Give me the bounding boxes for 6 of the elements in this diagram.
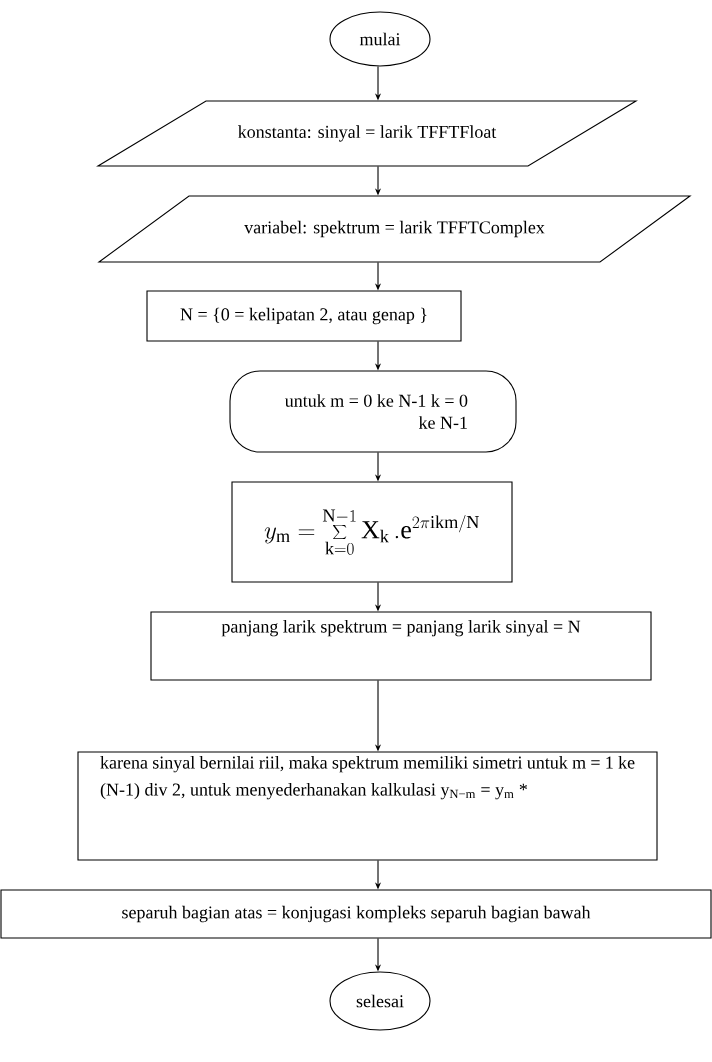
process-box: panjang larik spektrum = panjang larik sinyal = N xyxy=(150,611,652,681)
process-box: separuh bagian atas = konjugasi kompleks separuh bagian bawah xyxy=(0,889,712,939)
process-box: karena sinyal bernilai riil, maka spektrum memiliki simetri untuk m = 1 ke (N-1) div 2, untuk menyederhanakan kalkulasi y$_{N−m}$ = y$_{m}$ * xyxy=(77,751,658,861)
formula-box: $y_{\mathrm{m}} = \sum_{\mathrm{k}=0}^{\mathrm{N}-1} \mathrm{X}_{\mathrm{k}}\,.\mathrm{e}^{2\pi \mathrm{ikm}/\mathrm{N}}$ xyxy=(231,481,513,583)
process-box: N = {0 = kelipatan 2, atau genap } xyxy=(146,290,462,342)
loop-box: untuk m = 0 ke N-1 k = 0 ke N-1 xyxy=(229,370,517,453)
